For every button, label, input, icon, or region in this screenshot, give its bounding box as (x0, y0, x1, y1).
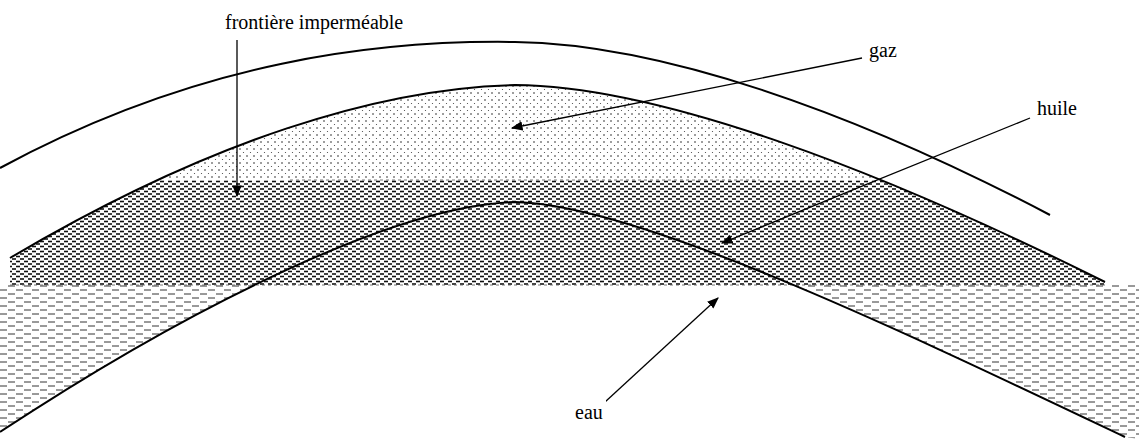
region-label: frontière imperméable (222, 10, 406, 34)
gas-oil-contact (290, 180, 760, 181)
region-label: eau (572, 400, 606, 424)
oil-water-contact (10, 285, 1105, 286)
region-label: huile (1034, 96, 1080, 120)
leader-arrow (236, 40, 237, 196)
caprock-top (0, 42, 1050, 215)
oil-zone (0, 180, 1139, 285)
leader-arrow (512, 58, 862, 128)
region-label: gaz (866, 38, 900, 62)
gas-zone (0, 0, 1139, 180)
leader-arrow (605, 298, 718, 402)
impermeable-boundary (10, 85, 1105, 282)
leader-arrow (722, 118, 1030, 243)
reservoir-base (0, 202, 1125, 437)
